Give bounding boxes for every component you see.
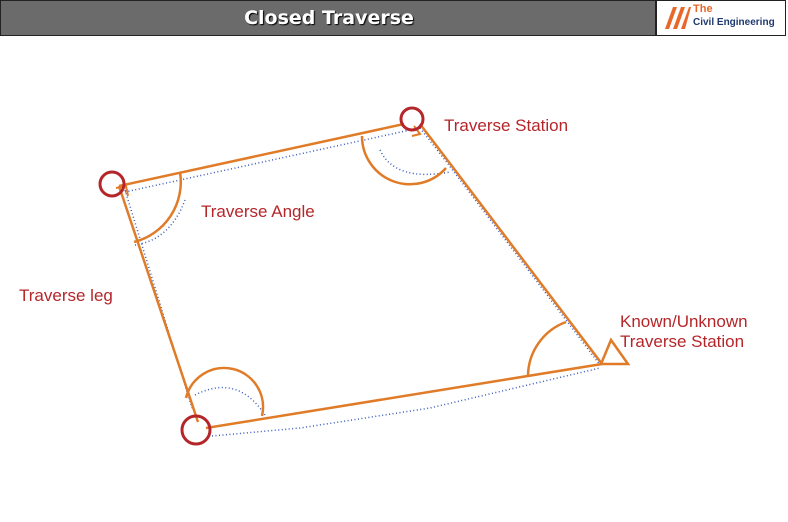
station-circle-bottom-left — [180, 414, 212, 446]
station-circle-top-right — [399, 106, 425, 132]
dotted-traverse-outline — [124, 127, 601, 437]
traverse-angle-arcs — [133, 135, 567, 417]
logo-text-name: Civil Engineering — [693, 17, 775, 28]
traverse-leg-top — [118, 122, 405, 188]
label-traverse-station: Traverse Station — [444, 116, 569, 135]
header-bar: Closed Traverse The Civil Engineering — [0, 0, 786, 36]
known-station-triangle-icon — [599, 337, 631, 366]
traverse-leg-bottom — [205, 362, 603, 430]
page-title: Closed Traverse — [244, 7, 414, 29]
angle-arc-bottom-right — [526, 320, 567, 377]
traverse-legs — [117, 122, 603, 430]
logo: The Civil Engineering — [655, 1, 785, 35]
angle-arc-top-left — [133, 171, 183, 244]
logo-stripes-icon — [665, 7, 691, 29]
traverse-leg-left — [117, 185, 200, 423]
angle-arc-bottom-left — [184, 366, 265, 417]
corner-markers — [115, 125, 422, 197]
station-circle-top-left — [98, 170, 126, 198]
angle-arc-top-right — [360, 135, 447, 186]
logo-text-the: The — [693, 3, 713, 15]
traverse-leg-right — [419, 123, 603, 365]
label-known-unknown: Known/Unknown — [620, 312, 748, 331]
label-known-station: Traverse Station — [620, 332, 745, 351]
label-traverse-angle: Traverse Angle — [201, 202, 315, 221]
traverse-stations — [98, 106, 425, 446]
label-traverse-leg: Traverse leg — [19, 286, 113, 305]
